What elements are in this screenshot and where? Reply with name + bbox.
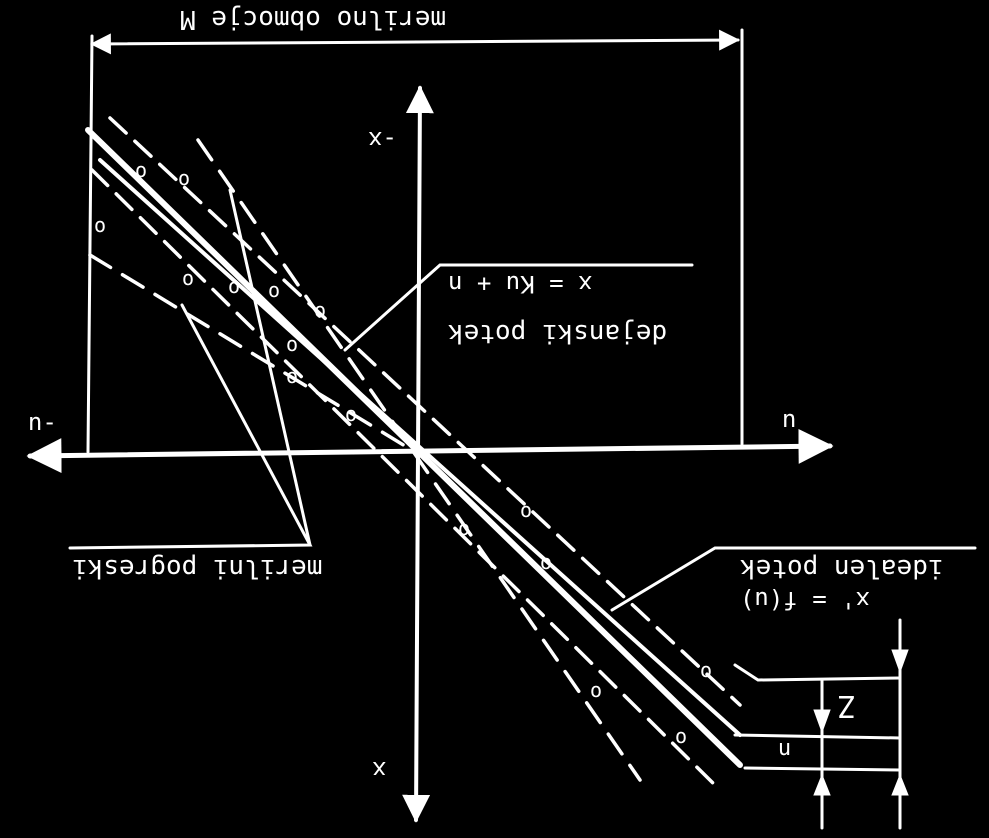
error-leader-1: [68, 303, 313, 550]
measurement-point: o: [268, 278, 281, 302]
measurement-point: o: [178, 166, 191, 190]
dim-tick-mid: [733, 733, 902, 740]
measurement-point: o: [286, 364, 299, 388]
tolerance-line-upper: [108, 116, 742, 707]
dim-z-arrow-bot: [891, 773, 909, 796]
ideal-curve: [85, 127, 743, 768]
error-leader-2: [228, 188, 312, 547]
steep-dashed-line: [196, 138, 642, 782]
range-title: merilno obmocje M: [180, 4, 447, 34]
real-course-label: dejanski potek: [448, 318, 668, 348]
real-curve: [98, 158, 742, 737]
real-course-equation: x = Ku + n: [448, 270, 593, 298]
measurement-point: o: [700, 658, 713, 682]
error-label: merilni pogreski: [72, 553, 323, 583]
dim-n-arrow-top: [813, 709, 831, 734]
measurement-point: o: [135, 158, 148, 182]
tolerance-line-lower: [90, 168, 722, 792]
measurement-point: o: [314, 298, 327, 322]
range-left-wall: [86, 34, 94, 454]
measurement-point: o: [228, 274, 241, 298]
measurement-point: o: [345, 402, 358, 426]
dim-z-label: Z: [838, 688, 857, 723]
measurement-point: o: [182, 266, 195, 290]
measurement-point: o: [675, 724, 688, 748]
range-arrow: [89, 29, 741, 55]
axis-u-neg-label: -u: [28, 411, 57, 439]
dim-tick-top: [733, 663, 902, 682]
ideal-course-equation: x' = f(u): [740, 586, 871, 614]
measurement-point: o: [94, 213, 107, 237]
real-curve-leader: [343, 263, 694, 352]
measurement-point: o: [520, 498, 533, 522]
dim-n-label: n: [778, 737, 792, 762]
dim-n-arrow-bot: [813, 773, 831, 796]
measurement-point: o: [540, 550, 553, 574]
axis-x-neg-label: -x: [368, 126, 397, 154]
axis-x-pos-label: x: [372, 756, 387, 784]
ideal-course-label: idealen potek: [740, 553, 944, 583]
measurement-point: o: [286, 332, 299, 356]
measurement-point: o: [458, 516, 471, 540]
ideal-curve-leader: [610, 546, 977, 612]
measurement-point: o: [590, 678, 603, 702]
shallow-dashed-line: [88, 253, 422, 457]
axis-u-pos-label: u: [782, 408, 797, 436]
dim-z-arrow-top: [891, 649, 909, 674]
